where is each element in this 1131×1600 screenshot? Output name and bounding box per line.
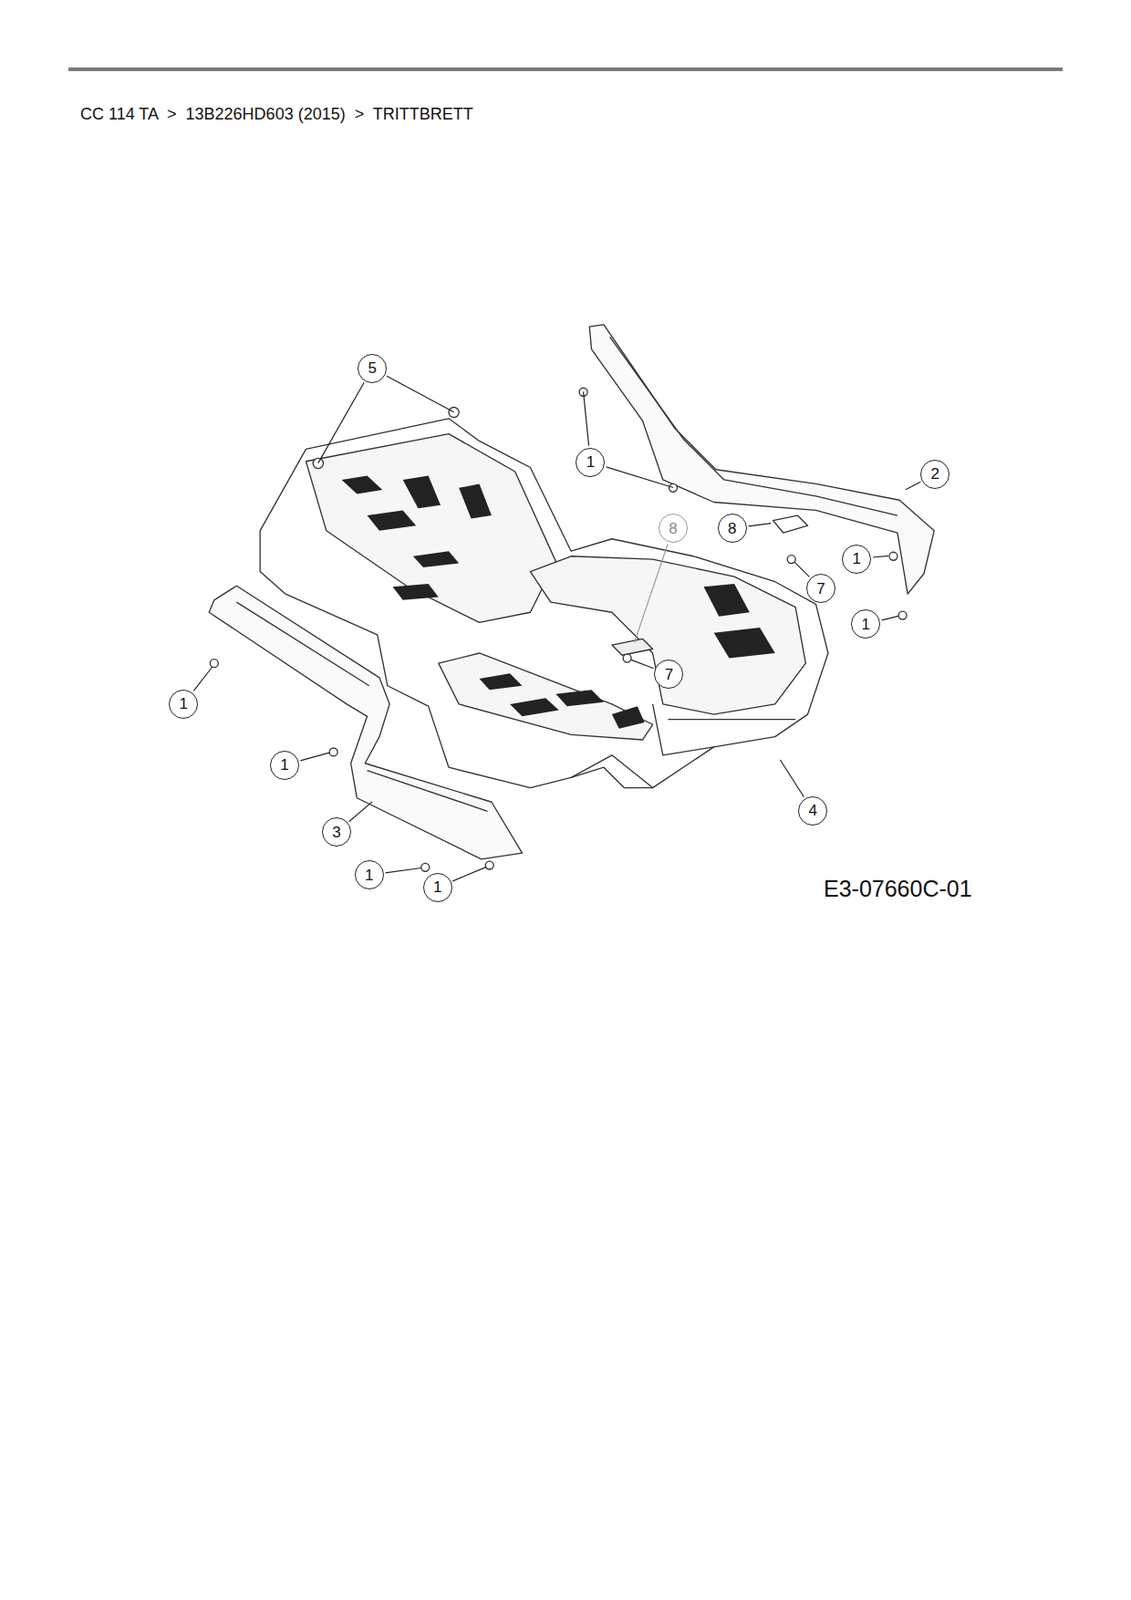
callout-number: 7 bbox=[816, 581, 825, 597]
leader-line bbox=[386, 375, 455, 413]
leader-line bbox=[452, 866, 487, 881]
callout-circle: 2 bbox=[920, 459, 950, 489]
leader-line bbox=[905, 481, 921, 490]
drawing-number: E3-07660C-01 bbox=[823, 875, 973, 903]
leader-line bbox=[779, 759, 804, 798]
callout-number: 1 bbox=[280, 757, 289, 773]
callout-circle: 1 bbox=[850, 609, 881, 639]
callout-number: 5 bbox=[367, 360, 376, 376]
callout-circle: 8 bbox=[717, 513, 748, 543]
callout-circle: 1 bbox=[168, 689, 198, 719]
leader-line bbox=[633, 543, 668, 643]
callout-number: 1 bbox=[586, 454, 595, 470]
callout-circle: 1 bbox=[354, 860, 384, 890]
breadcrumb-title: CC 114 TA > 13B226HD603 (2015) > TRITTBR… bbox=[80, 104, 474, 125]
leader-line bbox=[872, 555, 889, 558]
leader-line bbox=[881, 615, 899, 621]
leader-line bbox=[385, 868, 422, 873]
leader-line bbox=[300, 752, 330, 761]
callout-circle: 5 bbox=[357, 353, 387, 384]
callout-circle: 3 bbox=[321, 817, 352, 847]
callout-circle: 7 bbox=[806, 573, 836, 603]
callout-circle: 1 bbox=[575, 447, 605, 478]
leader-line bbox=[349, 801, 373, 822]
callout-number: 1 bbox=[179, 695, 188, 712]
callout-number: 1 bbox=[364, 867, 374, 883]
callout-circle: 1 bbox=[269, 750, 300, 780]
leader-line bbox=[583, 391, 590, 446]
top-rule bbox=[68, 67, 1063, 72]
leader-line bbox=[794, 561, 810, 577]
leader-line bbox=[318, 382, 364, 463]
callout-circle: 8 bbox=[658, 513, 688, 543]
callout-number: 8 bbox=[727, 520, 737, 537]
leader-line bbox=[631, 659, 654, 668]
callout-circle: 1 bbox=[423, 872, 453, 903]
callout-number: 2 bbox=[931, 466, 940, 482]
leader-line bbox=[193, 666, 212, 691]
callout-number: 1 bbox=[861, 616, 871, 633]
callout-number: 1 bbox=[433, 879, 442, 895]
callout-number: 3 bbox=[332, 824, 341, 841]
callout-number: 1 bbox=[851, 550, 861, 567]
callout-number: 4 bbox=[808, 802, 817, 819]
leader-line bbox=[748, 523, 772, 527]
callout-number: 8 bbox=[668, 520, 677, 537]
callout-circle: 1 bbox=[841, 544, 872, 574]
callout-number: 7 bbox=[664, 666, 674, 683]
callout-circle: 4 bbox=[798, 796, 828, 826]
leader-line bbox=[606, 466, 674, 488]
